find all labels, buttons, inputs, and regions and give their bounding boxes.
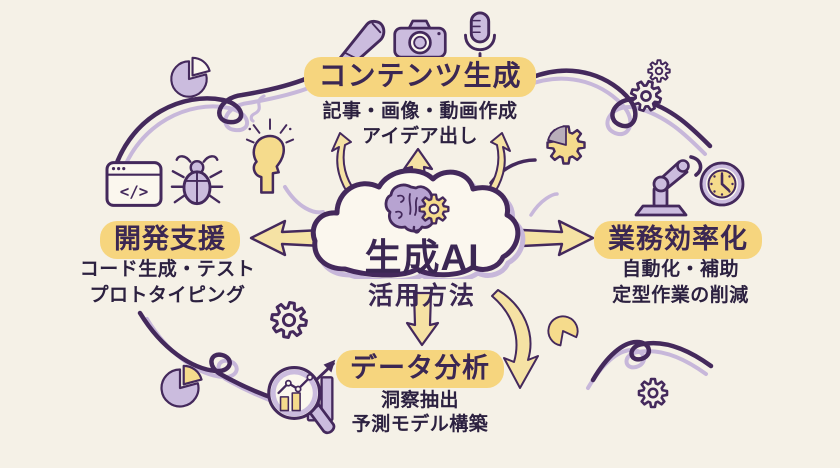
branch-efficiency-title: 業務効率化 xyxy=(568,221,788,260)
squiggle-doodle xyxy=(249,94,266,123)
swirl-doodle-bottom-left xyxy=(137,310,285,407)
camera-icon xyxy=(393,19,447,59)
curve-doodle xyxy=(529,192,559,217)
pie-chart-yellow-icon xyxy=(544,312,582,350)
pie-chart-yellow-icon xyxy=(160,364,203,408)
magnifier-chart-icon xyxy=(267,359,336,435)
branch-content-title: コンテンツ生成 xyxy=(295,57,545,97)
branch-efficiency-pill: 業務効率化 xyxy=(594,221,762,260)
gear-icon xyxy=(628,78,664,114)
gear-icon xyxy=(637,377,669,409)
branch-data-pill: データ分析 xyxy=(336,350,504,389)
gear-icon xyxy=(268,299,310,341)
arrow-down xyxy=(405,291,440,347)
branch-efficiency-line-2: 定型作業の削減 xyxy=(612,285,749,306)
branch-content-pill: コンテンツ生成 xyxy=(304,57,536,97)
robot-arm-icon xyxy=(634,155,703,217)
curve-doodle xyxy=(283,185,325,215)
branch-efficiency-line-1: 自動化・補助 xyxy=(621,259,739,280)
gear-icon xyxy=(647,59,671,83)
idea-head-icon xyxy=(245,118,295,194)
branch-content-line-1: 記事・画像・動画作成 xyxy=(322,101,518,122)
swirl-doodle-top-left xyxy=(112,75,316,178)
brain-gear-icon xyxy=(384,183,450,234)
curved-arrow-up-left xyxy=(331,132,356,199)
code-window-icon: </> xyxy=(105,161,163,207)
pie-chart-icon xyxy=(170,56,211,98)
swirl-doodle-top-right xyxy=(523,68,713,156)
curved-arrow-down xyxy=(491,289,539,389)
bug-icon xyxy=(170,155,224,206)
branch-data-line-1: 洞察抽出 xyxy=(380,390,459,411)
gear-pie-icon xyxy=(546,125,586,165)
branch-dev-line-1: コード生成・テスト xyxy=(79,259,256,280)
branch-content-line-2: アイデア出し xyxy=(361,126,479,147)
branch-data-title: データ分析 xyxy=(310,350,530,389)
branch-dev-pill: 開発支援 xyxy=(100,221,240,260)
curved-arrow-up-right xyxy=(486,132,511,199)
clock-icon xyxy=(699,161,745,207)
code-glyph: </> xyxy=(120,182,149,201)
branch-data-line-2: 予測モデル構築 xyxy=(351,414,489,435)
center-subtitle: 活用方法 xyxy=(367,282,476,310)
branch-dev-line-2: プロトタイピング xyxy=(89,285,246,306)
center-title: 生成AI xyxy=(364,237,480,278)
branch-dev-title: 開発支援 xyxy=(60,221,280,260)
swirl-doodle-bottom-right xyxy=(586,339,714,390)
